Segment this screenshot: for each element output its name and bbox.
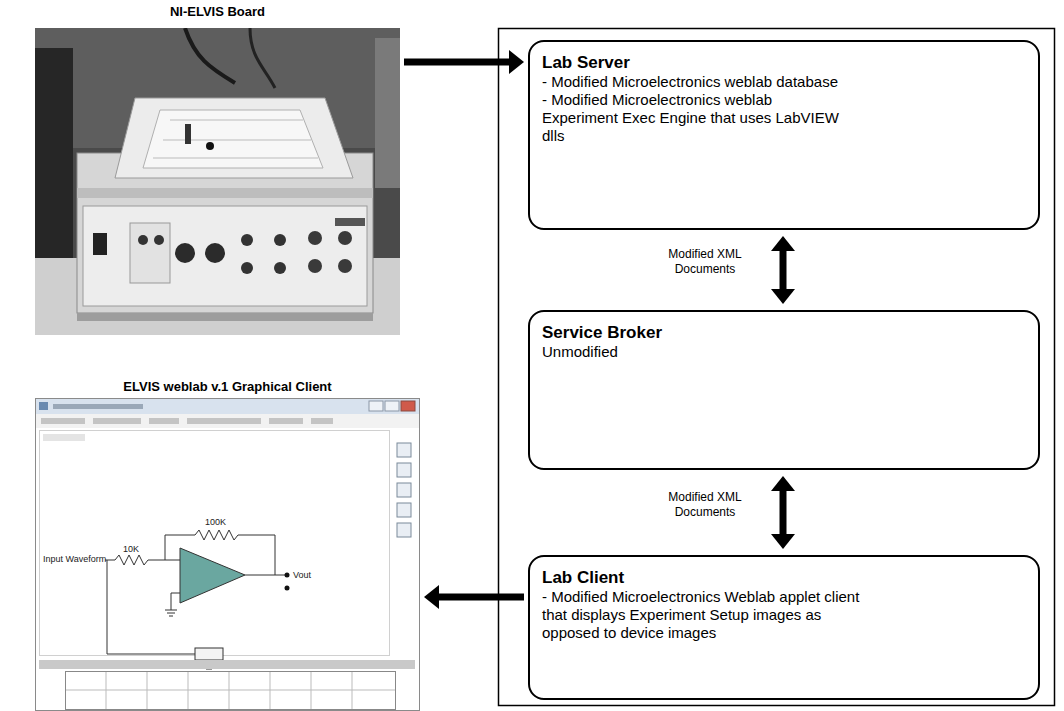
arrow-head [424,585,439,609]
box-text: - Modified Microelectronics weblab datab… [542,73,842,91]
broker-box: Service BrokerUnmodified [528,310,1040,470]
arrow-head [509,50,524,74]
edge-label: Modified XML Documents [645,490,765,520]
arrow-shaft [404,59,511,66]
server-box: Lab Server- Modified Microelectronics we… [528,40,1040,230]
box-text: - Modified Microelectronics Weblab apple… [542,588,882,642]
signal-name: Input Waveform [43,554,106,564]
screenshot-panel: ELVIS weblab v.1 Graphical Client 10K 100K… [35,375,420,711]
resistor-value: 10K [123,544,139,554]
board-photo [35,28,400,335]
arrow-shaft [437,594,524,601]
figure-caption: NI-ELVIS Board [35,4,400,20]
connector-arrow [771,476,795,549]
arrow-shaft [780,249,787,291]
connector-arrow [771,236,795,304]
arrow-head [771,289,795,304]
resistor-value: 100K [205,517,226,527]
edge-label: Modified XML Documents [645,247,765,277]
arrow-head [771,236,795,251]
connector-arrow [404,50,524,74]
frame-outline [499,29,1055,706]
box-heading: Service Broker [542,322,1026,343]
figure-caption: ELVIS weblab v.1 Graphical Client [35,379,420,395]
signal-name: Vout [293,570,311,580]
arrow-head [771,476,795,491]
client-box: Lab Client- Modified Microelectronics We… [528,555,1040,700]
photo-panel: NI-ELVIS Board [35,0,400,335]
box-text: Unmodified [542,343,872,361]
arrow-shaft [780,489,787,536]
connector-arrow [424,585,524,609]
arrow-head [771,534,795,549]
box-text: - Modified Microelectronics weblab Exper… [542,91,842,145]
box-heading: Lab Server [542,52,1026,73]
box-heading: Lab Client [542,567,1026,588]
